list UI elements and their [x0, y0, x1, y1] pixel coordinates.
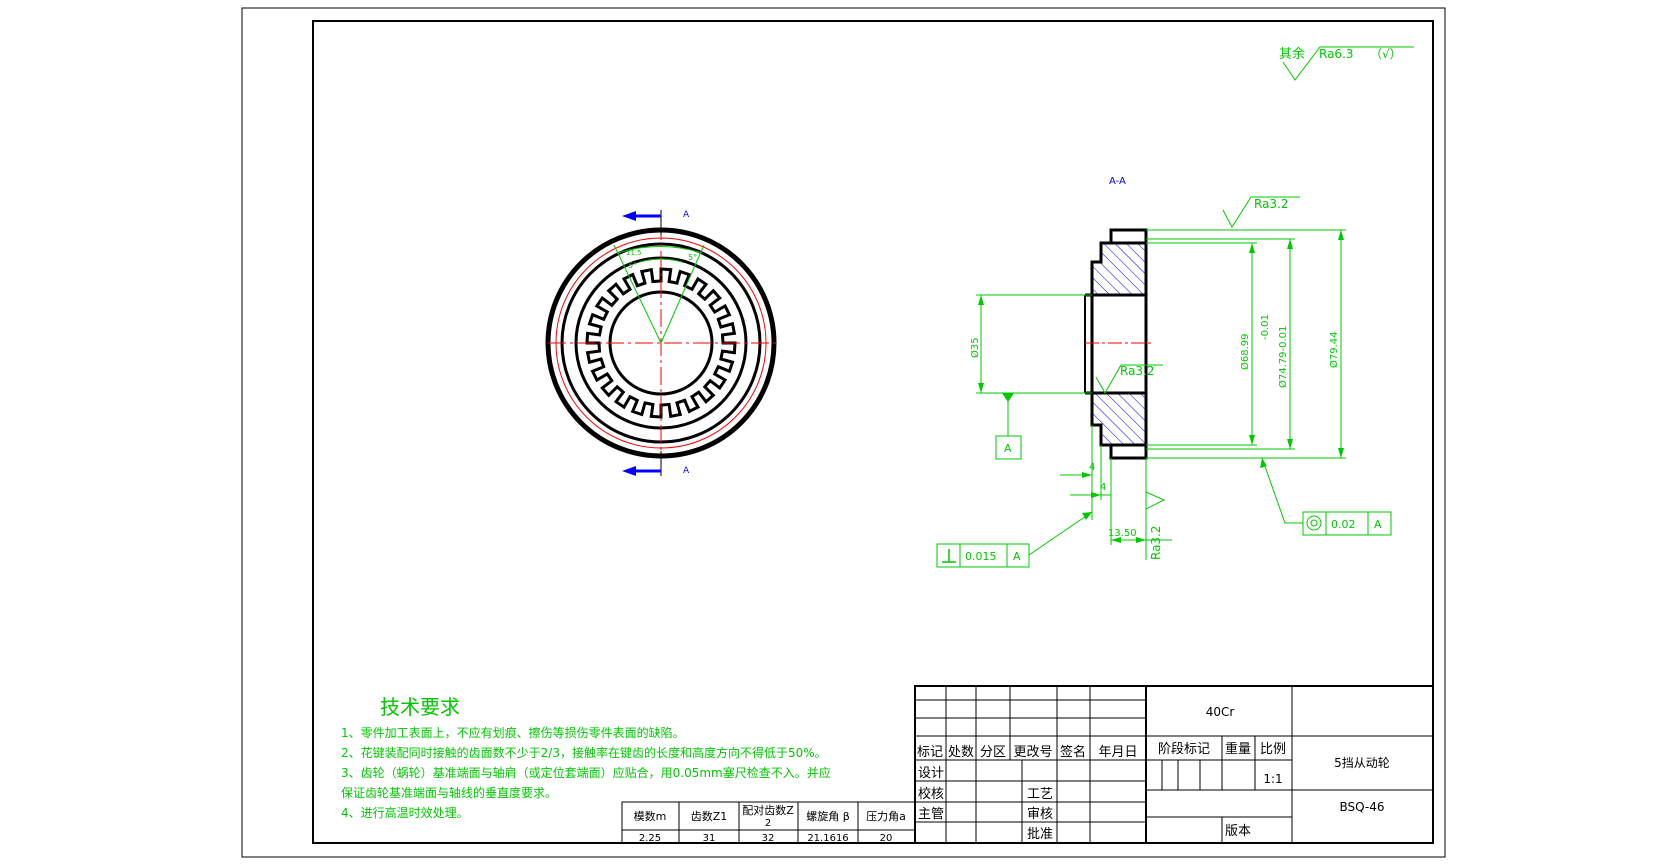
- dim-w2: 4: [1100, 482, 1106, 493]
- dim-tol: -0.01: [1260, 314, 1271, 340]
- finish-prefix: 其余: [1279, 46, 1305, 62]
- perp-datum: A: [1013, 550, 1021, 563]
- section-view: A-A: [936, 176, 1392, 568]
- svg-text:Ra3.2: Ra3.2: [1254, 197, 1289, 211]
- perp-tol: 0.015: [965, 550, 997, 563]
- gear-header-3-sub: 2: [765, 818, 771, 829]
- datum-a: A: [995, 393, 1022, 460]
- width-dimensions: [1060, 425, 1172, 545]
- outer-border: [241, 7, 1446, 858]
- approve-label: 批准: [1027, 827, 1053, 842]
- diameter-dimensions: [976, 229, 1346, 459]
- svg-text:Ra3.2: Ra3.2: [1120, 364, 1155, 378]
- gear-header-5: 压力角a: [866, 810, 906, 823]
- material: 40Cr: [1206, 705, 1235, 719]
- tech-item-1: 1、零件加工表面上，不应有划痕、擦伤等损伤零件表面的缺陷。: [341, 725, 685, 740]
- dim-bore: Ø35: [969, 337, 981, 358]
- scale-value: 1:1: [1263, 772, 1282, 786]
- conc-tol: 0.02: [1331, 518, 1356, 531]
- hatch-lower: [1092, 393, 1146, 445]
- section-label-top: A: [683, 210, 690, 220]
- check-label: 校核: [918, 786, 944, 802]
- svg-text:5°: 5°: [688, 253, 697, 262]
- dim-d2: Ø74.79-0.01: [1277, 326, 1289, 388]
- gear-header-2: 齿数Z1: [691, 810, 728, 823]
- header-zone: 分区: [980, 745, 1006, 760]
- svg-text:11.5: 11.5: [626, 249, 642, 257]
- stage-mark: 阶段标记: [1158, 742, 1210, 757]
- section-label-bottom: A: [683, 466, 690, 476]
- gear-value-3: 32: [762, 833, 775, 844]
- section-arrow-top: A: [622, 210, 690, 235]
- gear-header-3: 配对齿数Z: [742, 803, 794, 817]
- drawing-no: BSQ-46: [1339, 800, 1384, 814]
- gear-front-view: 5° 5° 11.5 A A: [545, 210, 777, 476]
- finish-ra: Ra6.3: [1319, 47, 1354, 61]
- header-count: 处数: [948, 745, 974, 760]
- gear-value-5: 20: [880, 833, 893, 844]
- tech-requirements: 技术要求 1、零件加工表面上，不应有划痕、擦伤等损伤零件表面的缺陷。 2、花键装…: [341, 695, 831, 820]
- hatch-upper: [1092, 243, 1146, 295]
- dim-w1: 4: [1089, 462, 1095, 473]
- dim-d3: Ø79.44: [1328, 332, 1340, 369]
- header-date: 年月日: [1098, 745, 1137, 760]
- header-change-no: 更改号: [1013, 745, 1052, 760]
- tech-item-5: 4、进行高温时效处理。: [341, 805, 469, 820]
- gear-header-4: 螺旋角 β: [806, 809, 850, 823]
- section-outline: [1084, 228, 1148, 460]
- gear-value-2: 31: [703, 833, 716, 844]
- svg-text:Ra3.2: Ra3.2: [1149, 525, 1163, 560]
- header-mark: 标记: [917, 745, 943, 760]
- svg-text:5°: 5°: [628, 261, 637, 270]
- roughness-top: Ra3.2: [1222, 196, 1300, 228]
- title-block-grid: [914, 685, 1434, 844]
- dim-d1: Ø68.99: [1239, 334, 1251, 371]
- section-arrow-bottom: A: [622, 451, 690, 476]
- surface-finish-note: 其余 Ra6.3 （√）: [1279, 46, 1414, 81]
- tech-item-2: 2、花键装配同时接触的齿面数不少于2/3，接触率在键齿的长度和高度方向不得低于5…: [341, 745, 827, 760]
- svg-text:A: A: [1004, 442, 1012, 455]
- gear-header-1: 模数m: [634, 810, 667, 823]
- finish-suffix: （√）: [1370, 47, 1402, 61]
- ratio-label: 比例: [1260, 742, 1286, 757]
- gear-table-text: 模数m 齿数Z1 配对齿数Z 2 螺旋角 β 压力角a 2.25 31 32 2…: [634, 803, 906, 844]
- design-label: 设计: [918, 766, 944, 781]
- conc-datum: A: [1374, 518, 1382, 531]
- title-block-text: 40Cr 5挡从动轮 BSQ-46 标记 处数 分区 更改号 签名 年月日 阶段…: [917, 705, 1390, 842]
- section-title: A-A: [1109, 176, 1126, 187]
- perpendicularity-frame: 0.015 A: [936, 511, 1093, 568]
- tech-item-4: 保证齿轮基准端面与轴线的垂直度要求。: [341, 785, 557, 800]
- process-label: 工艺: [1027, 787, 1053, 802]
- header-sign: 签名: [1060, 744, 1086, 760]
- tech-item-3: 3、齿轮（蜗轮）基准端面与轴肩（或定位套端面）应贴合，用0.05mm塞尺检查不入…: [341, 765, 831, 780]
- part-name: 5挡从动轮: [1334, 756, 1390, 770]
- tech-title: 技术要求: [380, 695, 460, 719]
- version-label: 版本: [1225, 824, 1251, 839]
- roughness-face: Ra3.2: [1145, 491, 1166, 560]
- gear-value-4: 21.1616: [807, 833, 848, 844]
- inner-border: [312, 20, 1434, 844]
- concentricity-frame: 0.02 A: [1260, 457, 1392, 536]
- gear-value-1: 2.25: [639, 833, 661, 844]
- dim-w3: 13.50: [1108, 528, 1137, 539]
- supervisor-label: 主管: [918, 807, 944, 822]
- weight-label: 重量: [1225, 741, 1251, 757]
- roughness-bore: Ra3.2: [1095, 364, 1163, 395]
- review-label: 审核: [1027, 807, 1053, 822]
